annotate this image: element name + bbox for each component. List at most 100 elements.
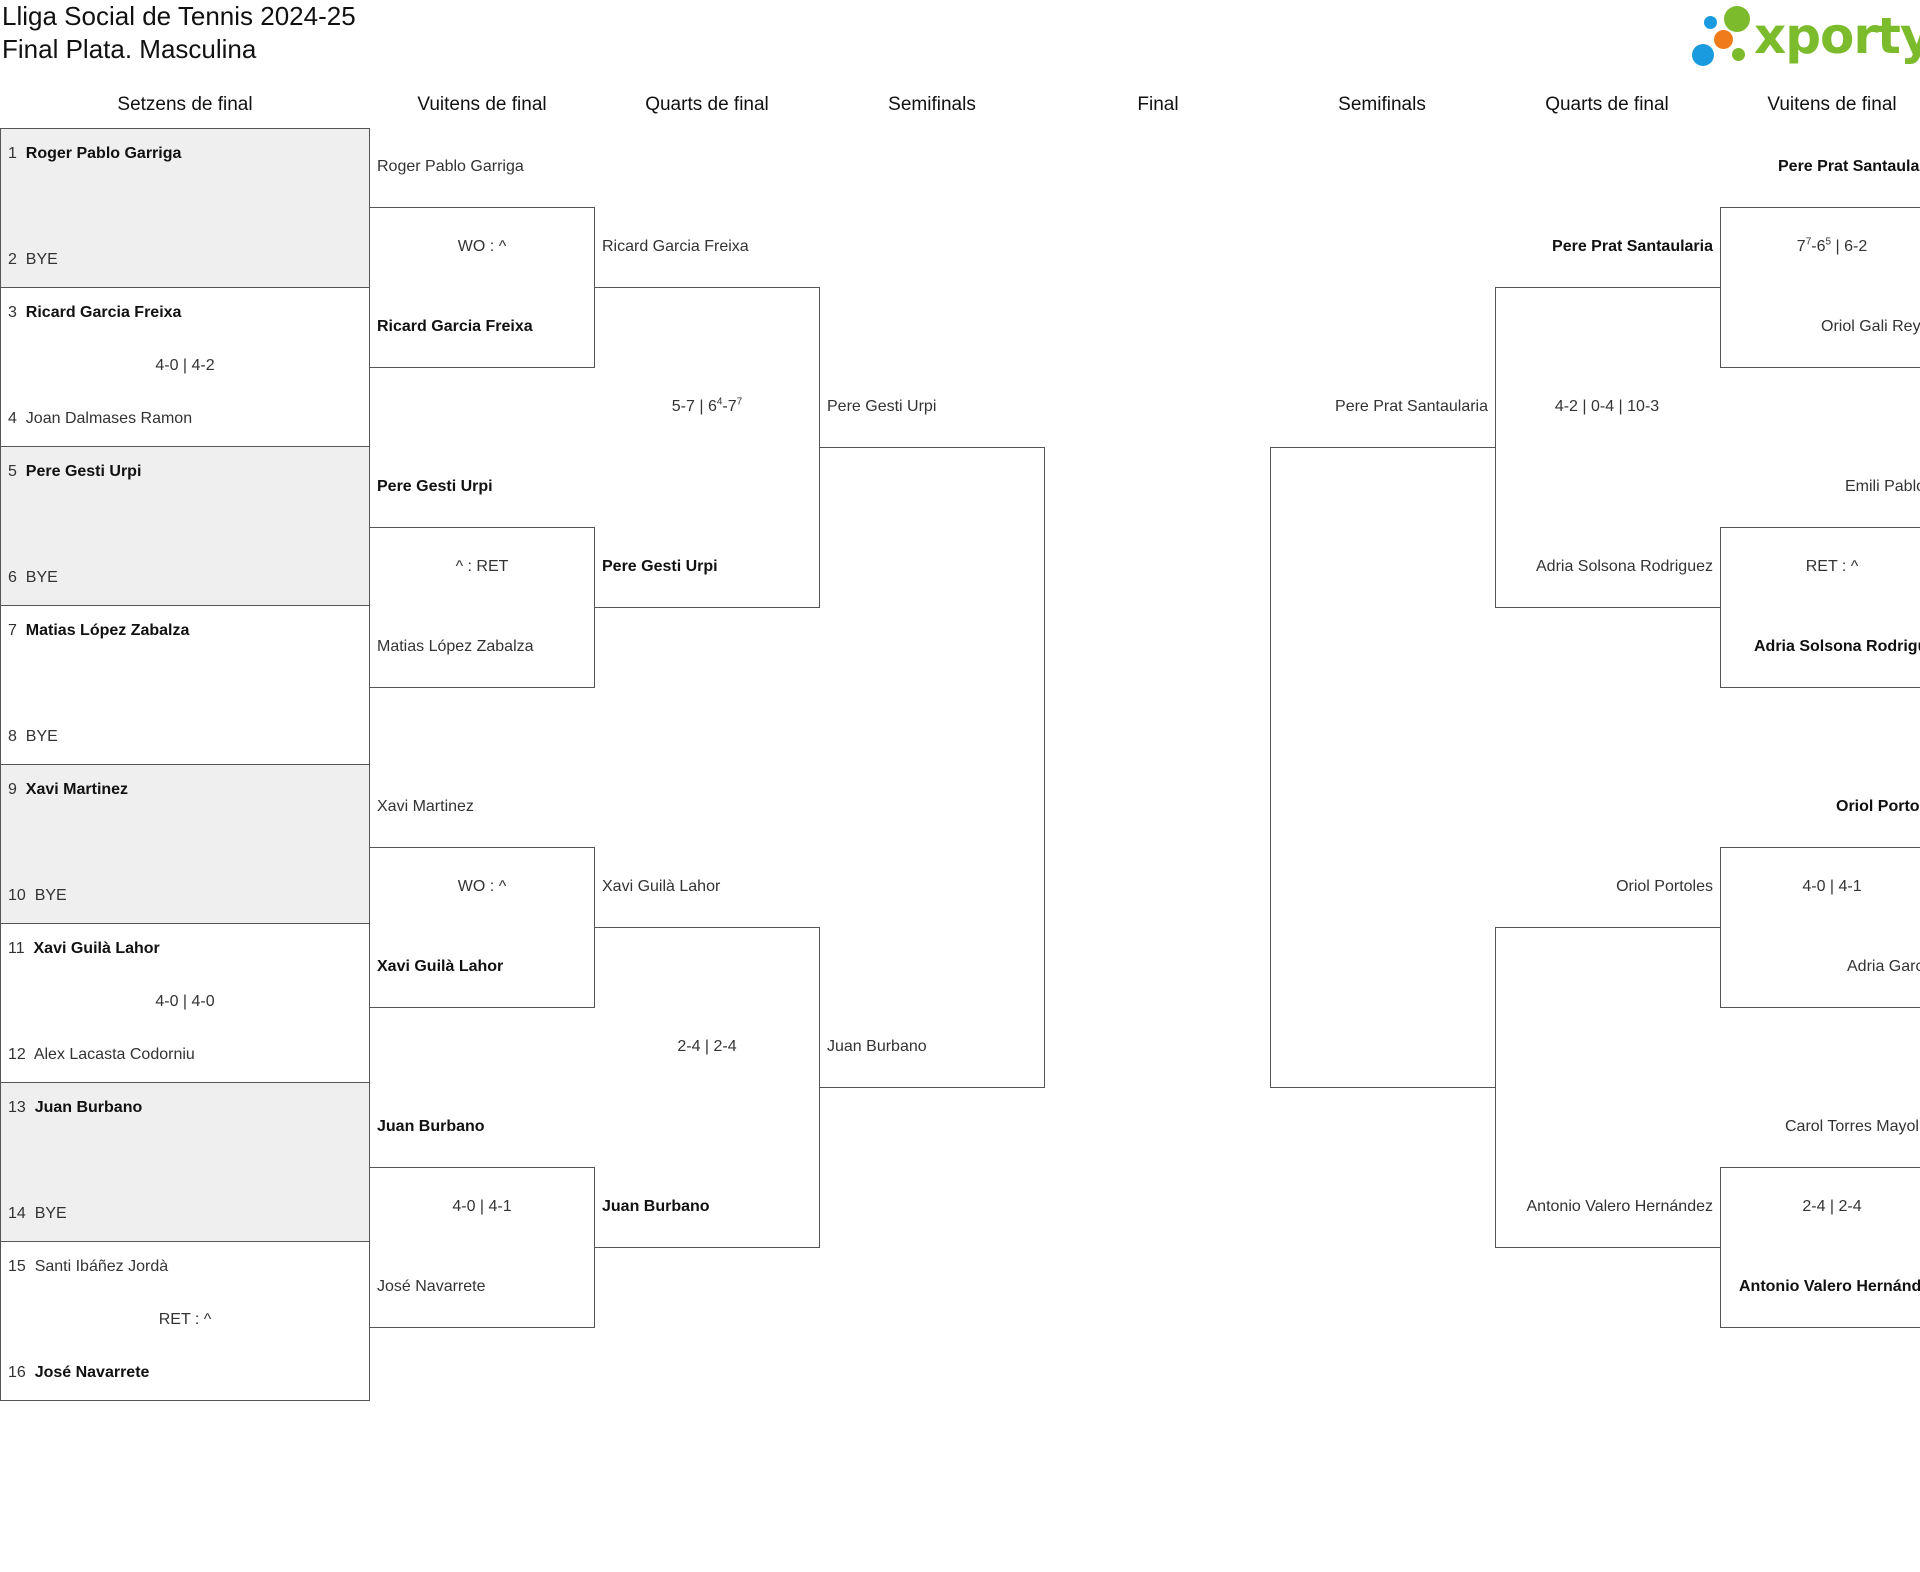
r32-6-player2: 12 Alex Lacasta Codorniu — [8, 1045, 195, 1065]
qf-left-1-player1: Ricard Garcia Freixa — [602, 238, 749, 255]
page-title: Lliga Social de Tennis 2024-25 — [2, 1, 356, 31]
player-name: Xavi Martinez — [25, 781, 129, 798]
header-qf-left: Quarts de final — [645, 94, 769, 115]
match-r32-8 — [0, 1241, 370, 1401]
r32-2-player2: 4 Joan Dalmases Ramon — [8, 409, 192, 429]
sf-right-player1: Pere Prat Santaularia — [1335, 398, 1488, 415]
qf-left-1-player2: Pere Gesti Urpi — [602, 558, 718, 575]
player-name: Roger Pablo Garriga — [25, 145, 182, 162]
header-r16-right: Vuitens de final — [1767, 94, 1897, 115]
match-qf-right-1 — [1495, 287, 1721, 608]
r16-right-4-score: 2-4 | 2-4 — [1802, 1198, 1862, 1215]
player-name: Xavi Guilà Lahor — [33, 940, 160, 957]
match-sf-right — [1270, 447, 1496, 1088]
player-name: José Navarrete — [34, 1364, 150, 1381]
header-sf-left: Semifinals — [888, 94, 976, 115]
r16-left-3-player2: Xavi Guilà Lahor — [377, 958, 504, 975]
r16-left-3-player1: Xavi Martinez — [377, 798, 474, 815]
sf-left-player1: Pere Gesti Urpi — [827, 398, 937, 415]
player-name: BYE — [34, 1205, 67, 1222]
player-name: BYE — [25, 251, 58, 268]
r32-8-score: RET : ^ — [158, 1311, 212, 1328]
match-qf-right-2 — [1495, 927, 1721, 1248]
seed: 14 — [8, 1205, 26, 1222]
qf-left-2-score: 2-4 | 2-4 — [677, 1038, 737, 1055]
player-name: Santi Ibáñez Jordà — [34, 1258, 169, 1275]
seed: 16 — [8, 1364, 26, 1381]
match-r16-left-1 — [369, 207, 595, 368]
r16-right-3-player1: Oriol Portoles — [1836, 798, 1920, 815]
r16-right-2-score: RET : ^ — [1805, 558, 1859, 575]
header-qf-right: Quarts de final — [1545, 94, 1669, 115]
seed: 10 — [8, 887, 26, 904]
player-name: Ricard Garcia Freixa — [25, 304, 182, 321]
r16-left-4-player2: José Navarrete — [377, 1278, 486, 1295]
r16-right-4-player1: Carol Torres Mayol — [1785, 1118, 1919, 1135]
match-r32-1 — [0, 128, 370, 288]
logo-dot-orange — [1714, 30, 1733, 49]
seed: 5 — [8, 463, 17, 480]
match-r16-left-4 — [369, 1167, 595, 1328]
qf-left-1-score: 5-7 | 64-77 — [671, 396, 743, 415]
player-name: Juan Burbano — [34, 1099, 143, 1116]
r32-4-player1: 7 Matias López Zabalza — [8, 621, 189, 641]
qf-right-2-player1: Oriol Portoles — [1616, 878, 1713, 895]
qf-right-2-player2: Antonio Valero Hernández — [1526, 1198, 1714, 1215]
seed: 15 — [8, 1258, 26, 1275]
r32-1-player1: 1 Roger Pablo Garriga — [8, 144, 181, 164]
seed: 4 — [8, 410, 17, 427]
r16-right-1-player1: Pere Prat Santaularia — [1778, 158, 1920, 175]
logo-dot-blue-small — [1704, 16, 1717, 29]
player-name: Joan Dalmases Ramon — [25, 410, 193, 427]
r32-8-player2: 16 José Navarrete — [8, 1363, 149, 1383]
match-r16-right-2 — [1720, 527, 1920, 688]
seed: 13 — [8, 1099, 26, 1116]
match-r16-right-4 — [1720, 1167, 1920, 1328]
qf-left-2-player1: Xavi Guilà Lahor — [602, 878, 721, 895]
logo-text: xporty — [1754, 7, 1920, 65]
r32-2-player1: 3 Ricard Garcia Freixa — [8, 303, 181, 323]
r16-left-1-score: WO : ^ — [457, 238, 507, 255]
seed: 11 — [8, 940, 25, 957]
logo-dot-blue — [1692, 44, 1714, 66]
player-name: BYE — [34, 887, 67, 904]
seed: 8 — [8, 728, 17, 745]
header-final: Final — [1137, 94, 1179, 115]
r32-3-player2: 6 BYE — [8, 568, 58, 588]
r32-7-player2: 14 BYE — [8, 1204, 67, 1224]
r32-4-player2: 8 BYE — [8, 727, 58, 747]
r16-left-2-player1: Pere Gesti Urpi — [377, 478, 493, 495]
qf-left-2-player2: Juan Burbano — [602, 1198, 710, 1215]
player-name: BYE — [25, 569, 58, 586]
page-subtitle: Final Plata. Masculina — [2, 34, 257, 64]
seed: 1 — [8, 145, 17, 162]
seed: 2 — [8, 251, 17, 268]
qf-right-1-score: 4-2 | 0-4 | 10-3 — [1554, 398, 1660, 415]
match-r16-right-1 — [1720, 207, 1920, 368]
match-r32-5 — [0, 764, 370, 924]
match-sf-left — [819, 447, 1045, 1088]
r16-right-3-player2: Adria Garcia — [1847, 958, 1920, 975]
sf-left-player2: Juan Burbano — [827, 1038, 927, 1055]
r16-right-1-player2: Oriol Gali Reyes — [1821, 318, 1920, 335]
r16-left-3-score: WO : ^ — [457, 878, 507, 895]
logo-dot-green-small — [1732, 48, 1745, 61]
r16-left-4-score: 4-0 | 4-1 — [452, 1198, 512, 1215]
logo-dot-green — [1724, 6, 1750, 32]
r16-left-2-player2: Matias López Zabalza — [377, 638, 534, 655]
player-name: Pere Gesti Urpi — [25, 463, 142, 480]
r16-left-2-score: ^ : RET — [455, 558, 509, 575]
qf-right-1-player1: Pere Prat Santaularia — [1552, 238, 1713, 255]
player-name: Alex Lacasta Codorniu — [33, 1046, 195, 1063]
header-r16-left: Vuitens de final — [417, 94, 547, 115]
r32-6-player1: 11 Xavi Guilà Lahor — [8, 939, 160, 959]
seed: 6 — [8, 569, 17, 586]
match-r32-3 — [0, 446, 370, 606]
r32-6-score: 4-0 | 4-0 — [155, 993, 215, 1010]
r16-right-4-player2: Antonio Valero Hernández — [1739, 1278, 1920, 1295]
player-name: BYE — [25, 728, 58, 745]
xporty-logo: xporty — [1690, 4, 1920, 68]
r16-left-1-player2: Ricard Garcia Freixa — [377, 318, 533, 335]
match-r32-7 — [0, 1082, 370, 1242]
r16-left-4-player1: Juan Burbano — [377, 1118, 485, 1135]
